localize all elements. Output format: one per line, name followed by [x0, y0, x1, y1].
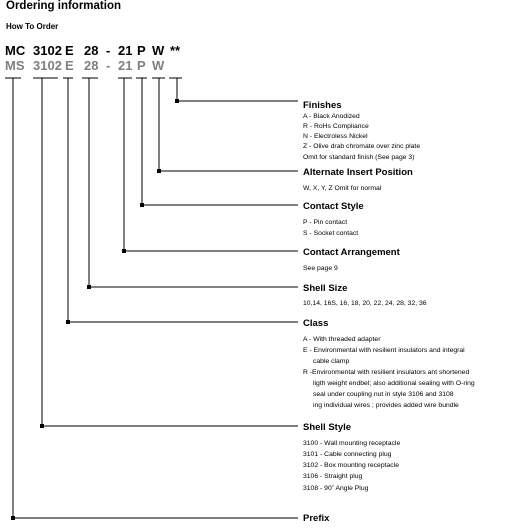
leader-class: [67, 78, 298, 323]
page-subtitle: How To Order: [6, 22, 59, 31]
pn-arrangement: 21: [118, 43, 133, 58]
dot-finishes: [175, 99, 179, 103]
class-line: A - With threaded adapter: [303, 336, 381, 343]
dot-prefix: [11, 516, 15, 520]
std-contact: P: [137, 58, 146, 73]
prefix-title: Prefix: [303, 513, 330, 524]
class-line: cable clamp: [313, 358, 350, 365]
contact-style-line: S - Socket contact: [303, 230, 359, 237]
contact-arrangement-line: See page 9: [303, 265, 338, 272]
finishes-line: A - Black Anodized: [303, 113, 360, 120]
alternate-title: Alternate Insert Position: [303, 167, 413, 178]
contact-style-title: Contact Style: [303, 201, 364, 212]
std-prefix: MS: [5, 58, 25, 73]
shell-style-line: 3102 - Box mounting receptacle: [303, 462, 399, 469]
dot-alternate: [157, 169, 161, 173]
shell-style-title: Shell Style: [303, 422, 352, 433]
pn-dash: -: [106, 43, 111, 58]
finishes-line: N - Electroless Nickel: [303, 133, 368, 140]
leader-contact-style: [141, 78, 298, 206]
shell-size-line: 10,14, 16S, 16, 18, 20, 22, 24, 28, 32, …: [303, 300, 427, 307]
dot-contact-arrangement: [122, 249, 126, 253]
std-alternate: W: [152, 58, 165, 73]
contact-arrangement-title: Contact Arrangement: [303, 247, 400, 258]
dot-class: [66, 320, 70, 324]
dot-contact-style: [140, 203, 144, 207]
std-shell-style: 3102: [33, 58, 62, 73]
pn-prefix: MC: [5, 43, 26, 58]
finishes-line: Omit for standard finish (See page 3): [303, 154, 415, 161]
finishes-line: R - RoHs Compliance: [303, 123, 369, 130]
alternate-line: W, X, Y, Z Omit for normal: [303, 185, 382, 192]
class-title: Class: [303, 318, 329, 329]
dot-shell-size: [87, 285, 91, 289]
class-line: ligth weight endbel; also additional sea…: [313, 380, 475, 387]
contact-style-line: P - Pin contact: [303, 219, 348, 226]
leader-contact-arrangement: [123, 78, 298, 252]
finishes-line: Z - Olive drab chromate over zinc plate: [303, 143, 421, 150]
shell-style-line: 3100 - Wall mounting receptacle: [303, 440, 401, 447]
pn-finish: **: [170, 43, 181, 58]
pn-shell-style: 3102: [33, 43, 62, 58]
std-dash: -: [106, 58, 111, 73]
page-title: Ordering information: [6, 0, 121, 12]
pn-class: E: [65, 43, 74, 58]
class-line: R -Environmental with resilient insulato…: [303, 369, 470, 376]
shell-style-line: 3108 - 90˚ Angle Plug: [303, 485, 369, 492]
leader-prefix: [12, 78, 298, 519]
pn-shell-size: 28: [84, 43, 99, 58]
dot-shell-style: [40, 424, 44, 428]
leader-alternate: [158, 78, 298, 172]
std-arrangement: 21: [118, 58, 133, 73]
leader-finishes: [176, 78, 298, 102]
finishes-title: Finishes: [303, 100, 342, 111]
pn-alternate: W: [152, 43, 165, 58]
leader-shell-style: [41, 78, 298, 427]
class-line: ing individual wires ; provides added wi…: [313, 402, 459, 409]
std-class: E: [65, 58, 74, 73]
shell-style-line: 3106 - Straight plug: [303, 473, 363, 480]
std-shell-size: 28: [84, 58, 99, 73]
class-line: seal under coupling nut in style 3106 an…: [313, 391, 454, 398]
pn-contact: P: [137, 43, 146, 58]
shell-style-line: 3101 - Cable connecting plug: [303, 451, 392, 458]
shell-size-title: Shell Size: [303, 283, 348, 294]
leader-shell-size: [88, 78, 298, 288]
class-line: E - Environmental with resilient insulat…: [303, 347, 465, 354]
